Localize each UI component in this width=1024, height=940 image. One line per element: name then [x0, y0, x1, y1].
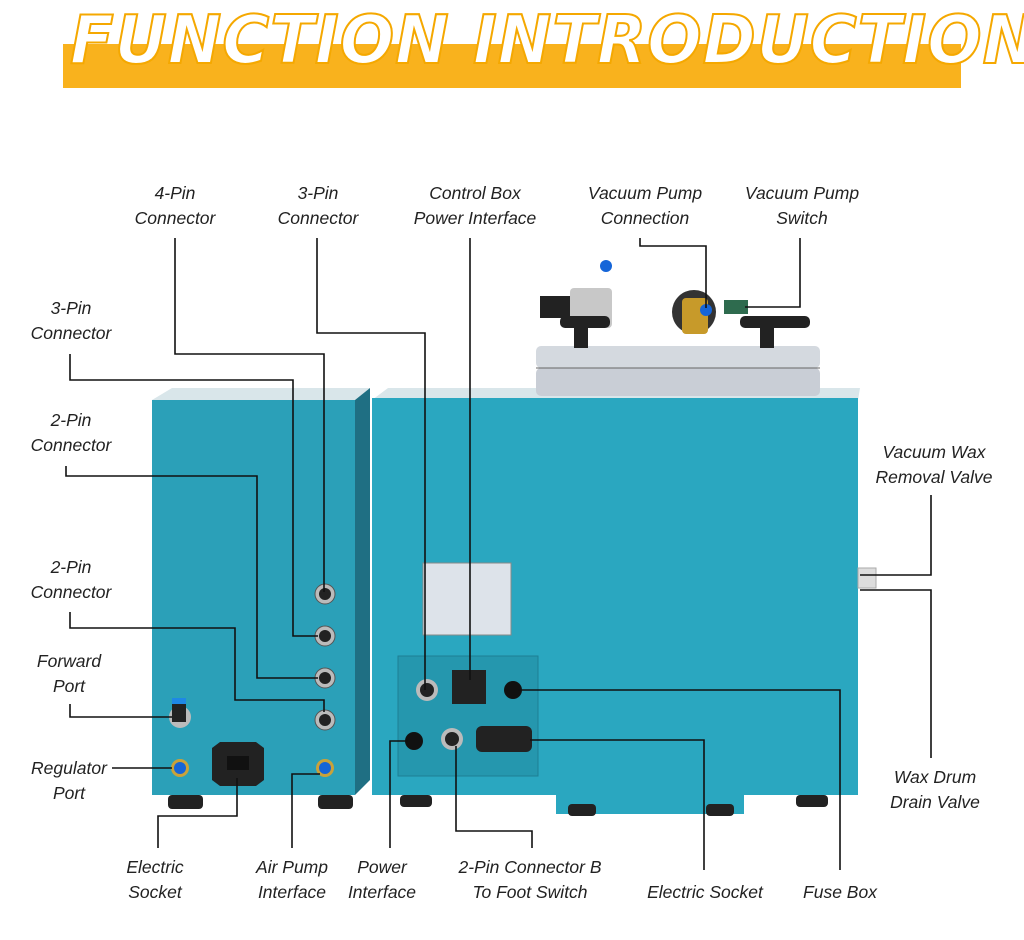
leader-3pin-left [69, 354, 318, 637]
leader-2pin-left-b [69, 612, 325, 712]
page-title: FUNCTION INTRODUCTION [69, 1, 1024, 81]
left-cabinet-connectors [169, 583, 336, 786]
leader-vacuum-pump-switch [745, 238, 801, 308]
leader-fuse-box [518, 689, 841, 870]
leader-vacuum-pump-connection [639, 238, 707, 308]
leader-air-pump-interface [291, 773, 320, 848]
leader-lines [65, 238, 932, 870]
leader-power-interface [389, 740, 408, 848]
leader-forward-port [69, 704, 172, 718]
leader-electric-socket-left [157, 778, 238, 848]
leader-vacuum-wax-removal [860, 495, 932, 576]
main-unit [372, 260, 877, 816]
label-fuse-box: Fuse Box [803, 882, 877, 902]
leader-2pin-b-foot [455, 746, 533, 848]
leader-3pin-top [316, 238, 426, 690]
leader-electric-socket-right [530, 739, 705, 870]
title-banner [63, 44, 961, 88]
leader-4pin-top [174, 238, 325, 592]
leader-2pin-left-a [65, 466, 318, 679]
label-electric-socket-right: Electric Socket [647, 882, 763, 902]
leader-wax-drum-drain [860, 589, 932, 758]
